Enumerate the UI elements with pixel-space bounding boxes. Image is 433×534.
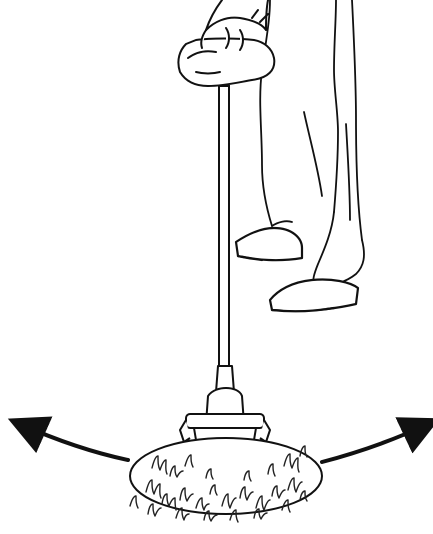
sweep-arrow-right-icon — [320, 417, 433, 464]
grass-icon — [129, 445, 308, 523]
sweep-arrow-left-icon — [7, 416, 130, 462]
cutting-area — [129, 437, 323, 515]
operator-shoes — [234, 226, 360, 313]
operator-hand — [177, 0, 276, 87]
operator-legs — [259, 0, 365, 289]
trimmer-icon — [179, 85, 271, 477]
